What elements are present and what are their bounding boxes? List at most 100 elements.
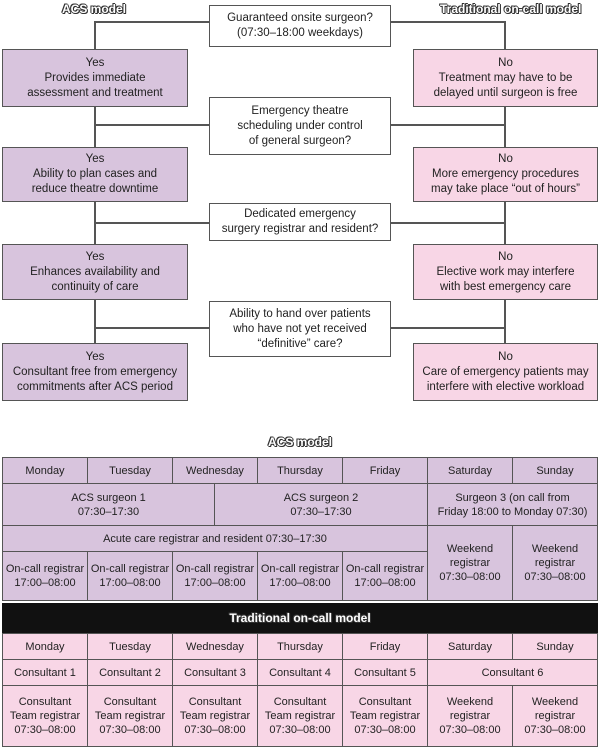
traditional-no-box-2: No More emergency procedures may take pl…	[413, 147, 598, 202]
answer-text: Ability to plan cases and	[32, 168, 158, 180]
traditional-no-box-1: No Treatment may have to be delayed unti…	[413, 49, 598, 107]
cell-text: On-call registrar	[5, 563, 85, 575]
cell-text: 07:30–08:00	[439, 571, 501, 583]
acs-day-friday: Friday	[342, 457, 428, 484]
acs-oncall-registrar: On-call registrar 17:00–08:00	[87, 551, 173, 601]
trad-day-monday: Monday	[2, 633, 88, 660]
cell-text: 07:30–08:00	[354, 724, 416, 736]
connector-line	[391, 21, 505, 23]
cell-text: On-call registrar	[90, 563, 170, 575]
cell-text: Consultant	[273, 696, 327, 708]
answer-text: Consultant free from emergency	[12, 365, 178, 378]
question-text: Ability to hand over patients	[229, 307, 371, 320]
cell-text: Consultant	[103, 696, 157, 708]
traditional-model-header: Traditional on-call model	[440, 2, 582, 16]
trad-consultant-2: Consultant 2	[87, 659, 173, 686]
cell-text: Team registrar	[349, 710, 421, 722]
cell-text: 07:30–08:00	[269, 724, 331, 736]
cell-text: registrar	[449, 710, 491, 722]
cell-text: Weekend	[531, 543, 579, 555]
acs-surgeon-2: ACS surgeon 2 07:30–17:30	[214, 483, 428, 526]
answer-text: with best emergency care	[439, 280, 572, 293]
acs-table-title: ACS model	[267, 435, 332, 449]
cell-text: 17:00–08:00	[184, 577, 246, 589]
cell-text: 17:00–08:00	[354, 577, 416, 589]
question-text: of general surgeon?	[248, 134, 352, 147]
answer-text: More emergency procedures	[431, 168, 579, 180]
acs-weekend-registrar-sunday: Weekend registrar 07:30–08:00	[512, 525, 598, 601]
connector-line	[95, 124, 209, 126]
connector-line	[504, 300, 506, 343]
answer-text: Provides immediate	[44, 71, 146, 84]
cell-text: On-call registrar	[345, 563, 425, 575]
trad-consultant-3: Consultant 3	[172, 659, 258, 686]
traditional-title-band	[2, 603, 598, 633]
trad-day-sunday: Sunday	[512, 633, 598, 660]
connector-line	[95, 327, 209, 329]
cell-text: Team registrar	[9, 710, 81, 722]
trad-consultant-1: Consultant 1	[2, 659, 88, 686]
answer-text: Elective work may interfere	[436, 265, 575, 278]
answer-label: No	[498, 250, 513, 263]
cell-text: Weekend	[446, 543, 494, 555]
question-theatre-scheduling: Emergency theatre scheduling under contr…	[209, 97, 391, 155]
answer-text: delayed until surgeon is free	[433, 86, 578, 99]
question-text: who have not yet received	[233, 322, 367, 335]
question-hand-over-patients: Ability to hand over patients who have n…	[209, 301, 391, 357]
trad-consultant-5: Consultant 5	[342, 659, 428, 686]
trad-day-wednesday: Wednesday	[172, 633, 258, 660]
trad-team-cell: Consultant Team registrar 07:30–08:00	[342, 685, 428, 747]
cell-text: 17:00–08:00	[99, 577, 161, 589]
cell-text: Consultant	[358, 696, 412, 708]
answer-label: Yes	[85, 350, 105, 363]
cell-text: 07:30–08:00	[439, 724, 501, 736]
cell-text: Consultant	[188, 696, 242, 708]
acs-day-saturday: Saturday	[427, 457, 513, 484]
answer-text: continuity of care	[51, 280, 139, 293]
acs-day-tuesday: Tuesday	[87, 457, 173, 484]
cell-text: registrar	[534, 710, 576, 722]
answer-text: commitments after ACS period	[17, 380, 173, 393]
cell-text: Team registrar	[264, 710, 336, 722]
question-onsite-surgeon: Guaranteed onsite surgeon? (07:30–18:00 …	[209, 5, 391, 47]
answer-text: Treatment may have to be	[438, 71, 573, 84]
acs-oncall-registrar: On-call registrar 17:00–08:00	[257, 551, 343, 601]
acs-yes-box-3: Yes Enhances availability and continuity…	[2, 244, 188, 300]
question-text: (07:30–18:00 weekdays)	[237, 27, 363, 39]
cell-text: Team registrar	[179, 710, 251, 722]
connector-line	[95, 222, 209, 224]
cell-text: 07:30–17:30	[290, 505, 352, 518]
cell-text: On-call registrar	[260, 563, 340, 575]
acs-day-monday: Monday	[2, 457, 88, 484]
cell-text: On-call registrar	[175, 563, 255, 575]
acs-oncall-registrar: On-call registrar 17:00–08:00	[172, 551, 258, 601]
cell-text: 07:30–08:00	[524, 571, 586, 583]
connector-line	[504, 107, 506, 147]
cell-text: Team registrar	[94, 710, 166, 722]
cell-text: registrar	[449, 557, 491, 569]
connector-line	[391, 327, 505, 329]
cell-text: 07:30–08:00	[14, 724, 76, 736]
cell-text: Consultant	[18, 696, 72, 708]
cell-text: 07:30–08:00	[99, 724, 161, 736]
cell-text: ACS surgeon 1	[71, 491, 146, 504]
trad-team-cell: Consultant Team registrar 07:30–08:00	[172, 685, 258, 747]
trad-team-cell: Consultant Team registrar 07:30–08:00	[2, 685, 88, 747]
answer-text: Care of emergency patients may	[422, 365, 589, 378]
trad-weekend-registrar-saturday: Weekend registrar 07:30–08:00	[427, 685, 513, 747]
cell-text: registrar	[534, 557, 576, 569]
answer-label: Yes	[85, 250, 105, 263]
trad-team-cell: Consultant Team registrar 07:30–08:00	[257, 685, 343, 747]
answer-label: No	[498, 56, 513, 69]
acs-model-header: ACS model	[62, 2, 127, 16]
cell-text: 17:00–08:00	[14, 577, 76, 589]
trad-team-cell: Consultant Team registrar 07:30–08:00	[87, 685, 173, 747]
cell-text: Weekend	[446, 696, 494, 708]
answer-text: may take place “out of hours”	[431, 183, 580, 195]
connector-line	[504, 21, 506, 49]
answer-label: Yes	[85, 56, 105, 69]
cell-text: Surgeon 3 (on call from	[455, 491, 570, 504]
acs-oncall-registrar: On-call registrar 17:00–08:00	[2, 551, 88, 601]
answer-text: Enhances availability and	[30, 265, 160, 278]
connector-line	[94, 107, 96, 147]
